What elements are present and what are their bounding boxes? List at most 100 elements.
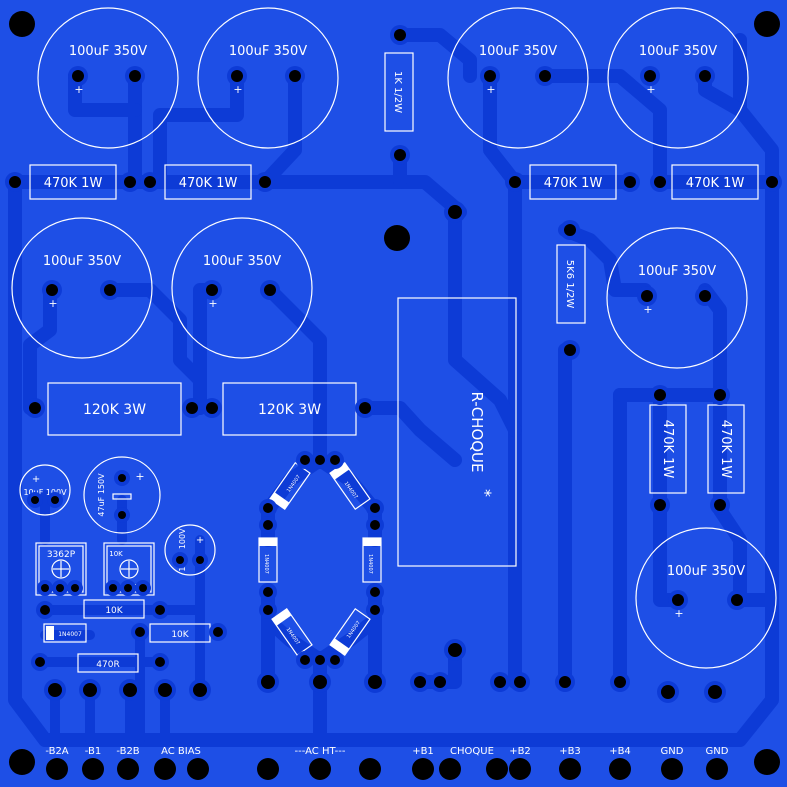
pads: [44, 201, 728, 780]
resistor-r1-pad-1: [9, 176, 21, 188]
label-b4p: +B4: [609, 746, 631, 757]
resistor-r11-pad-1: [40, 605, 50, 615]
pad-14: [158, 683, 172, 697]
resistor-r13-pad-1: [35, 657, 45, 667]
pad-3: [414, 676, 426, 688]
capacitor-c7-pad-minus: [699, 290, 711, 302]
connector-pad-8: [359, 758, 381, 780]
capacitor-c5-label: 100uF 350V: [43, 254, 121, 269]
capacitor-c10-pad-2: [118, 511, 126, 519]
trimmer-t1-knob: [51, 559, 71, 579]
mounting-hole-3: [9, 749, 35, 775]
resistor-r9-label: 1K 1/2W: [392, 71, 403, 113]
choke-mark: *: [476, 489, 495, 497]
mounting-hole-1: [9, 11, 35, 37]
trimmer-potentiometers: 3362P10K10K3362P1N4007: [35, 542, 155, 643]
pad-2: [448, 643, 462, 657]
pad-9: [661, 685, 675, 699]
resistor-r2-pad-2: [259, 176, 271, 188]
diode-d4-label: 1N4007: [367, 554, 373, 574]
bridge-pad-4: [263, 503, 273, 513]
connector-pad-15: [661, 758, 683, 780]
resistor-r3-pad-1: [509, 176, 521, 188]
pad-16: [261, 675, 275, 689]
capacitor-c1-label: 100uF 350V: [69, 44, 147, 59]
resistor-r7-label: 120K 3W: [83, 402, 146, 418]
capacitor-c10-pad-1: [118, 474, 126, 482]
pad-11: [48, 683, 62, 697]
resistor-r3-outline: [529, 164, 617, 200]
resistor-r10-pad-2: [564, 344, 576, 356]
capacitor-c2-pad-plus: [231, 70, 243, 82]
resistor-r6-label: 470K 1W: [718, 420, 733, 479]
resistor-r6-pad-1: [714, 389, 726, 401]
capacitor-c7-outline: [606, 227, 748, 369]
capacitor-c4-plus-mark: +: [646, 83, 655, 96]
bridge-pad-8: [263, 587, 273, 597]
resistor-r13-pad-2: [155, 657, 165, 667]
bridge-pad-13: [315, 655, 325, 665]
trimmer-t2-pad-1: [109, 584, 117, 592]
capacitor-c5-plus-mark: +: [48, 297, 57, 310]
connector-pad-11: [486, 758, 508, 780]
diode-d7-outline: [43, 623, 87, 643]
capacitor-c2-outline: [197, 7, 339, 149]
trimmer-t2-value-label: 10K: [109, 550, 123, 558]
capacitor-c3-pad-minus: [539, 70, 551, 82]
resistor-r4-pad-1: [654, 176, 666, 188]
resistor-r8-pad-2: [359, 402, 371, 414]
resistor-r10-pad-1: [564, 224, 576, 236]
diode-d6-band: [330, 638, 350, 656]
resistor-r4-label: 470K 1W: [686, 176, 745, 191]
bridge-pad-12: [300, 655, 310, 665]
pad-8: [614, 676, 626, 688]
capacitor-c9-label: 10uF 100V: [23, 488, 67, 497]
choke-outline: [397, 297, 517, 567]
capacitor-c9-pad-2: [51, 496, 59, 504]
resistor-r5-pad-1: [654, 389, 666, 401]
resistor-r1-outline: [29, 164, 117, 200]
bridge-pad-14: [330, 655, 340, 665]
capacitor-c4-pad-minus: [699, 70, 711, 82]
mounting-hole-5: [384, 225, 410, 251]
capacitor-c7-label: 100uF 350V: [638, 264, 716, 279]
resistor-r7-pad-2: [186, 402, 198, 414]
diode-d2-band: [330, 462, 350, 480]
diode-d4-band: [363, 538, 381, 546]
resistor-r2-pad-1: [144, 176, 156, 188]
capacitor-c3-plus-mark: +: [486, 83, 495, 96]
capacitor-c1-plus-mark: +: [74, 83, 83, 96]
resistor-r1-label: 470K 1W: [44, 176, 103, 191]
diode-d7-label: 1N4007: [58, 631, 82, 638]
bridge-pad-3: [330, 455, 340, 465]
capacitor-c4-outline: [607, 7, 749, 149]
capacitor-c9-pad-1: [31, 496, 39, 504]
resistor-r6-outline: [707, 404, 745, 494]
connector-pad-10: [439, 758, 461, 780]
capacitor-c5-pad-plus: [46, 284, 58, 296]
bridge-pad-1: [315, 455, 325, 465]
resistor-r10-label: 5K6 1/2W: [564, 260, 575, 309]
label-b1p: +B1: [412, 746, 434, 757]
label-b3p: +B3: [559, 746, 581, 757]
capacitor-c10-outline: [83, 456, 161, 534]
pad-4: [434, 676, 446, 688]
resistor-r4-outline: [671, 164, 759, 200]
trimmer-t2-knob: [119, 559, 139, 579]
label-b2b: -B2B: [116, 746, 139, 757]
pad-5: [494, 676, 506, 688]
capacitor-c1-outline: [37, 7, 179, 149]
resistor-r13-outline: [77, 653, 139, 673]
bridge-pad-2: [300, 455, 310, 465]
pad-15: [193, 683, 207, 697]
capacitor-c11-pad-1: [176, 556, 184, 564]
capacitor-c10-label: 47uF 150V: [97, 473, 106, 517]
capacitor-c2-plus-mark: +: [233, 83, 242, 96]
pad-13: [123, 683, 137, 697]
capacitor-c11-pad-2: [196, 556, 204, 564]
capacitor-c8-plus-mark: +: [674, 607, 683, 620]
capacitor-c10-plus-mark: +: [135, 470, 144, 483]
capacitor-c8-pad-minus: [731, 594, 743, 606]
